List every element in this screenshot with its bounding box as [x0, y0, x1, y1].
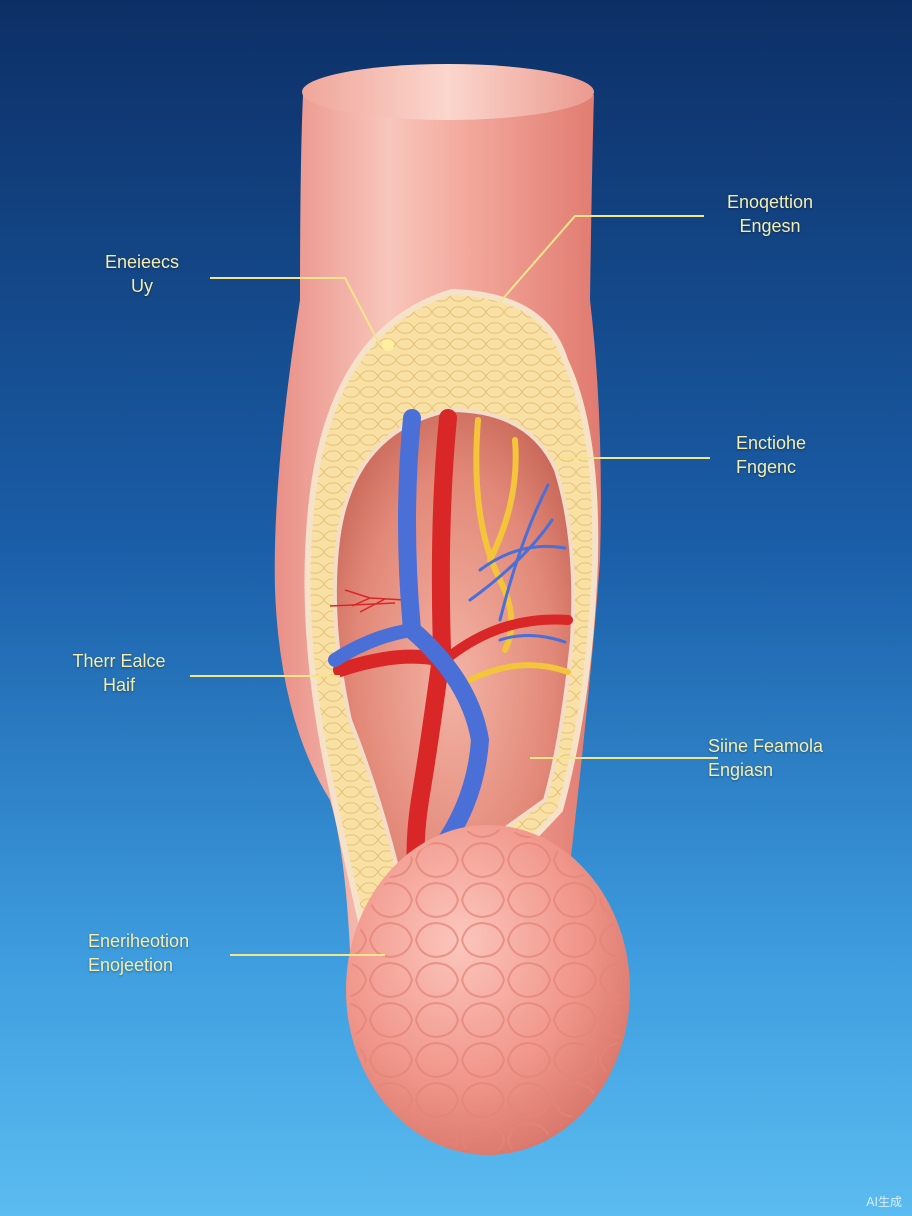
- label-bottom-left-line2: Enojeetion: [88, 955, 174, 975]
- callout-line-upper-left: [210, 277, 381, 346]
- label-lower-right-line2: Engiasn: [708, 760, 774, 780]
- label-upper-left: Eneieecs Uy: [94, 250, 190, 298]
- callout-line-top-right: [499, 215, 704, 303]
- label-lower-right: Siine Feamola Engiasn: [708, 734, 823, 782]
- label-mid-right-line2: Fngenc: [736, 457, 797, 477]
- callout-lines: [190, 215, 718, 956]
- label-mid-left-line1: Therr Ealce: [72, 651, 166, 671]
- vein: [398, 409, 490, 859]
- label-mid-right-line1: Enctiohe: [736, 433, 807, 453]
- artery: [406, 409, 457, 909]
- label-top-right-line2: Engesn: [739, 216, 801, 236]
- label-upper-left-line2: Uy: [131, 276, 153, 296]
- label-bottom-left-line1: Eneriheotion: [88, 931, 190, 951]
- vein-branch: [328, 623, 419, 667]
- label-mid-left-line2: Haif: [102, 675, 135, 695]
- label-bottom-left: Eneriheotion Enojeetion: [88, 929, 189, 977]
- tube-top-opening: [302, 64, 594, 120]
- artery-branch-right: [440, 614, 573, 665]
- label-top-right-line1: Enoqettion: [726, 192, 814, 212]
- label-upper-left-line1: Eneieecs: [104, 252, 180, 272]
- glandular-bulb-texture: [350, 829, 626, 1151]
- capillaries: [329, 589, 406, 613]
- label-mid-right: Enctiohe Fngenc: [736, 431, 806, 479]
- label-lower-right-line1: Siine Feamola: [708, 736, 824, 756]
- small-veins: [468, 483, 567, 644]
- watermark: AI生成: [866, 1195, 902, 1209]
- label-top-right: Enoqettion Engesn: [712, 190, 828, 238]
- label-mid-left: Therr Ealce Haif: [66, 649, 172, 697]
- highlight-dot: [382, 339, 394, 351]
